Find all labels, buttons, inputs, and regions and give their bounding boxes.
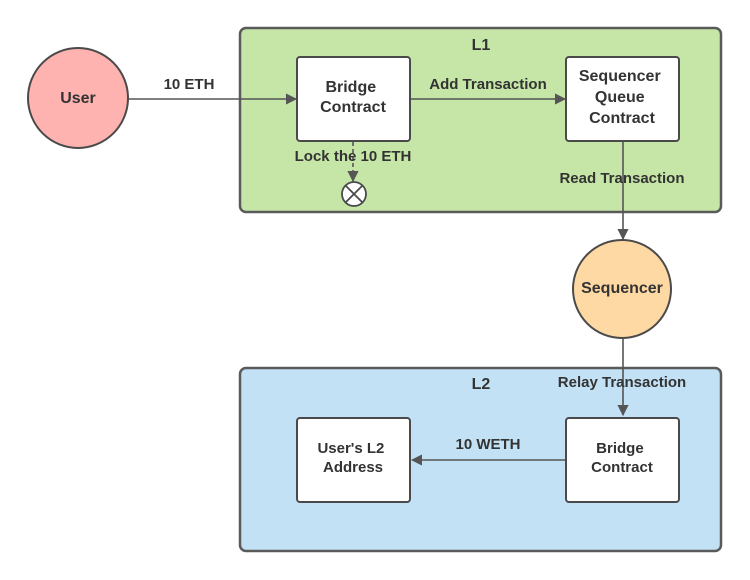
bridge-contract-l2-line-1: Bridge xyxy=(596,440,644,457)
user-l2-address-line-2: Address xyxy=(323,459,383,476)
label-user-to-bridge: 10 ETH xyxy=(164,76,215,93)
circle-x-icon xyxy=(341,181,367,207)
bridge-contract-l1-label: Bridge Contract xyxy=(320,79,386,116)
bridge-contract-l1 xyxy=(296,56,411,142)
bridge-contract-l1-line-2: Contract xyxy=(320,99,386,116)
user-l2-address-label: User's L2 Address xyxy=(317,440,388,476)
sequencer-queue-contract-label: Sequencer Queue Contract xyxy=(579,68,665,127)
user-node-label: User xyxy=(60,90,96,107)
l2-region-label: L2 xyxy=(472,376,491,393)
label-queue-to-sequencer: Read Transaction xyxy=(559,170,684,187)
sequencer-queue-contract xyxy=(565,56,680,142)
bridge-contract-l1-line-1: Bridge xyxy=(325,79,376,96)
user-l2-address-line-1: User's L2 xyxy=(317,440,384,457)
sequencer-queue-line-2: Queue xyxy=(595,89,645,106)
label-bridge-to-queue: Add Transaction xyxy=(429,76,547,93)
label-bridge-to-lock: Lock the 10 ETH xyxy=(295,148,412,165)
label-sequencer-to-bridge-l2: Relay Transaction xyxy=(558,374,686,391)
sequencer-queue-line-3: Contract xyxy=(589,110,655,127)
bridge-contract-l2 xyxy=(565,417,680,503)
user-l2-address xyxy=(296,417,411,503)
bridge-contract-l2-line-2: Contract xyxy=(591,459,653,476)
sequencer-node-label: Sequencer xyxy=(581,280,663,297)
sequencer-node xyxy=(572,239,672,339)
l1-region-label: L1 xyxy=(472,37,491,54)
label-bridge-l2-to-user-l2: 10 WETH xyxy=(455,436,520,453)
user-node xyxy=(27,47,129,149)
sequencer-queue-line-1: Sequencer xyxy=(579,68,661,85)
bridge-contract-l2-label: Bridge Contract xyxy=(591,440,653,476)
